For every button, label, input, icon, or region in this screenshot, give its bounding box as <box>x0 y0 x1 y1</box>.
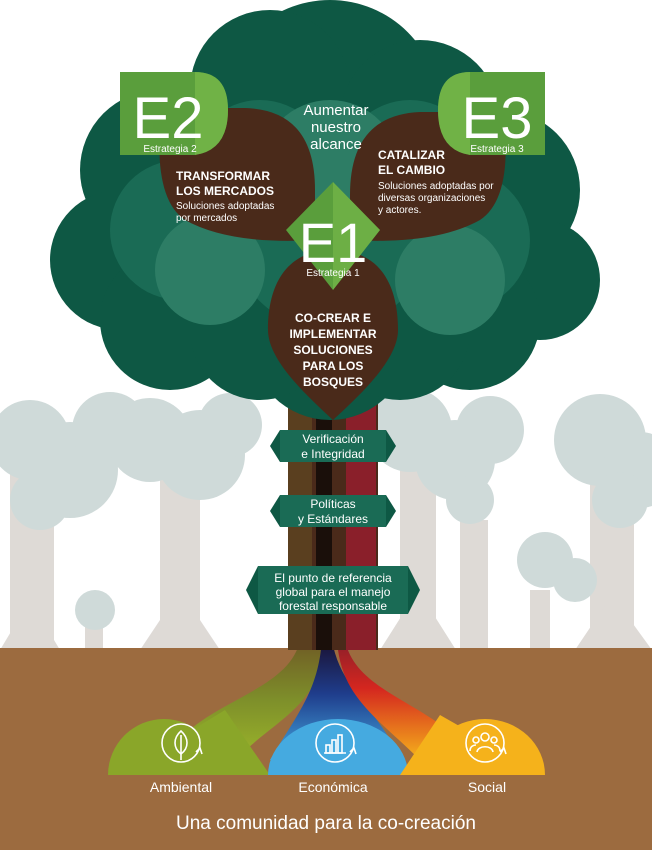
leaf-e1 <box>268 250 398 420</box>
leaf-icon <box>161 723 203 763</box>
center-line-2: nuestro <box>311 119 361 136</box>
banner-3-line-1: El punto de referencia <box>274 571 392 585</box>
pillar-label-ambiental: Ambiental <box>150 779 212 795</box>
e1-title-line-4: PARA LOS <box>303 359 364 373</box>
banner-3-line-3: forestal responsable <box>279 599 387 613</box>
banner-punto-referencia: El punto de referencia global para el ma… <box>246 566 420 614</box>
e1-title-line-3: SOLUCIONES <box>293 343 372 357</box>
people-icon <box>465 723 507 763</box>
background-forest <box>0 388 652 650</box>
roots <box>108 640 545 775</box>
e2-strategy: Estrategia 2 <box>143 144 197 155</box>
e1-title-line-2: IMPLEMENTAR <box>289 327 376 341</box>
e1-code: E1 <box>299 211 368 274</box>
e3-code: E3 <box>462 86 533 151</box>
e3-strategy: Estrategia 3 <box>470 144 524 155</box>
e3-desc-line-2: diversas organizaciones <box>378 193 485 204</box>
banner-3-line-2: global para el manejo <box>276 585 391 599</box>
e2-desc-line-2: por mercados <box>176 213 237 224</box>
banner-politicas: Políticas y Estándares <box>270 495 396 527</box>
e2-content: TRANSFORMAR LOS MERCADOS Soluciones adop… <box>176 169 274 224</box>
footer-tagline: Una comunidad para la co-creación <box>176 813 476 834</box>
e2-code: E2 <box>133 86 204 151</box>
bar-chart-icon <box>315 723 357 763</box>
e1-title-line-1: CO-CREAR E <box>295 311 371 325</box>
e3-title-line-1: CATALIZAR <box>378 148 445 162</box>
e1-content: CO-CREAR E IMPLEMENTAR SOLUCIONES PARA L… <box>289 311 376 389</box>
e2-title-line-2: LOS MERCADOS <box>176 184 274 198</box>
e1-title-line-5: BOSQUES <box>303 375 363 389</box>
banner-2-line-1: Políticas <box>310 497 355 511</box>
banner-verificacion: Verificación e Integridad <box>270 430 396 462</box>
e3-title-line-2: EL CAMBIO <box>378 163 445 177</box>
e3-content: CATALIZAR EL CAMBIO Soluciones adoptadas… <box>378 148 494 216</box>
e3-desc-line-1: Soluciones adoptadas por <box>378 181 494 192</box>
e2-desc-line-1: Soluciones adoptadas <box>176 201 274 212</box>
e1-strategy: Estrategia 1 <box>306 268 360 279</box>
banner-2-line-2: y Estándares <box>298 512 368 526</box>
center-line-1: Aumentar <box>303 102 368 119</box>
pillar-label-economica: Económica <box>298 779 367 795</box>
pillar-label-social: Social <box>468 779 506 795</box>
banner-1-line-2: e Integridad <box>301 447 364 461</box>
e3-desc-line-3: y actores. <box>378 205 421 216</box>
center-line-3: alcance <box>310 136 362 153</box>
e2-title-line-1: TRANSFORMAR <box>176 169 270 183</box>
center-text: Aumentar nuestro alcance <box>303 102 368 153</box>
banner-1-line-1: Verificación <box>302 432 363 446</box>
